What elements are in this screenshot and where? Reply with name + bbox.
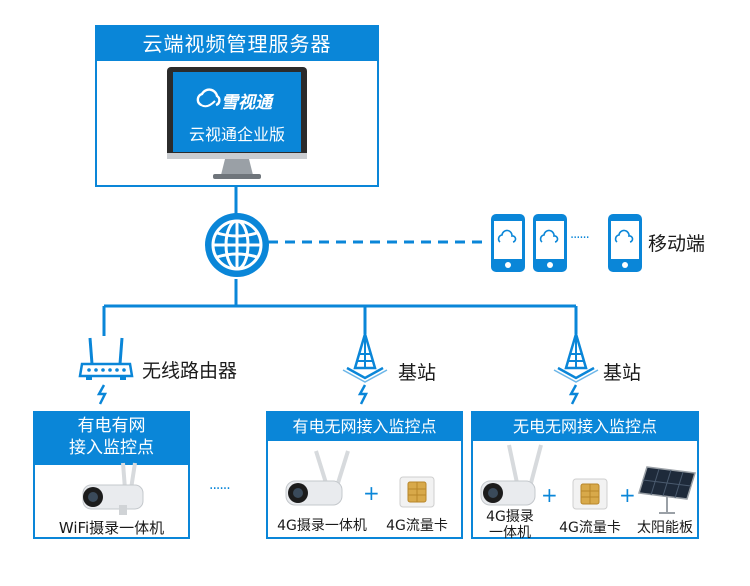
- panel2-sim-label: 4G流量卡: [386, 518, 448, 534]
- panel3-title: 无电无网接入监控点: [473, 413, 697, 441]
- panel1-title-line2: 接入监控点: [69, 438, 154, 458]
- panel1-title: 有电有网 接入监控点: [35, 413, 188, 465]
- server-logo-text: 雪视通: [221, 93, 272, 113]
- mobile-ellipsis: ······: [570, 231, 590, 246]
- base-station-icon: [342, 329, 388, 383]
- phone-icon: [533, 214, 567, 272]
- panel-gap-ellipsis: ······: [209, 481, 231, 497]
- panel1-title-line1: 有电有网: [77, 416, 146, 436]
- server-box: 云端视频管理服务器 雪视通 云视通企业版: [95, 25, 379, 187]
- station1-label: 基站: [398, 362, 437, 384]
- panel3-solar-label: 太阳能板: [637, 520, 693, 536]
- panel3-camera-label: 4G摄录 一体机: [477, 509, 543, 541]
- solar-panel-icon: [638, 466, 696, 514]
- cloud-logo-icon: [196, 88, 221, 108]
- router-icon: [78, 337, 134, 380]
- panel3-plus2: +: [619, 483, 636, 507]
- sim-card-icon: [399, 476, 435, 508]
- sim-card-icon: [572, 478, 608, 510]
- base-station-icon: [553, 329, 599, 383]
- panel3-camera-label-line2: 一体机: [489, 525, 531, 541]
- panel3-camera-label-line1: 4G摄录: [486, 509, 534, 525]
- internet-globe-icon: [205, 213, 269, 277]
- monitor-icon: [167, 67, 307, 179]
- 4g-camera-icon: [285, 450, 350, 506]
- wifi-camera-icon: [82, 462, 144, 515]
- router-label: 无线路由器: [142, 360, 238, 382]
- station2-label: 基站: [603, 362, 642, 384]
- mobile-label: 移动端: [648, 233, 706, 255]
- phone-icon: [608, 214, 642, 272]
- panel2-camera-label: 4G摄录一体机: [277, 518, 367, 534]
- panel2-plus: +: [363, 481, 380, 505]
- server-title: 云端视频管理服务器: [97, 27, 377, 61]
- phone-icon: [491, 214, 525, 272]
- panel2-title: 有电无网接入监控点: [268, 413, 461, 441]
- panel-solar-site: 无电无网接入监控点 + + 4G摄录 一体机 4G流量卡 太阳能板: [471, 411, 699, 541]
- panel-wifi-site: 有电有网 接入监控点 WiFi摄录一体机: [33, 411, 190, 539]
- panel1-camera-label: WiFi摄录一体机: [58, 519, 165, 537]
- panel-4g-site: 有电无网接入监控点 + 4G摄录一体机 4G流量卡: [266, 411, 463, 539]
- panel3-plus1: +: [541, 483, 558, 507]
- 4g-camera-icon: [480, 444, 543, 506]
- panel3-sim-label: 4G流量卡: [559, 520, 621, 536]
- server-edition: 云视通企业版: [188, 125, 285, 144]
